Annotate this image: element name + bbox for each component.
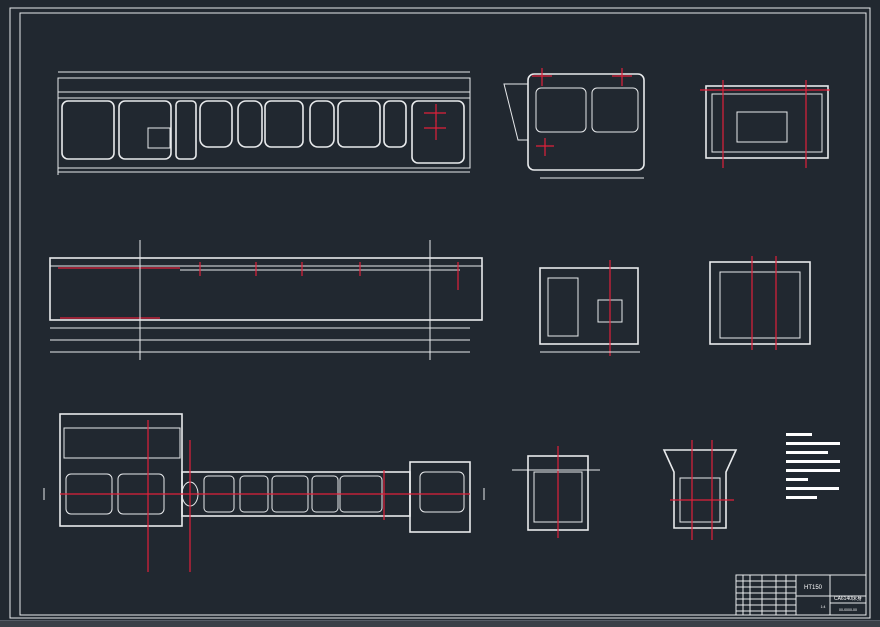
scale-label: 1:4 — [821, 605, 826, 609]
drawing-name: CA6140床身 — [834, 595, 862, 602]
title-block[interactable]: HT150 CA6140床身 00-0000-00 1:4 — [735, 574, 867, 616]
view-section-b[interactable] — [700, 80, 830, 168]
sheet-outer-border — [9, 7, 871, 619]
technical-notes — [786, 433, 840, 499]
view-section-d[interactable] — [709, 256, 811, 350]
drawing-number: 00-0000-00 — [839, 608, 857, 612]
sheet-inner-border — [19, 12, 867, 616]
view-longitudinal-section[interactable] — [57, 71, 471, 175]
view-section-c[interactable] — [539, 260, 640, 356]
view-plan[interactable] — [43, 413, 485, 572]
material-label: HT150 — [804, 585, 823, 591]
status-bar — [0, 620, 880, 627]
view-section-e[interactable] — [512, 446, 600, 538]
view-section-a[interactable] — [503, 68, 645, 179]
view-front-elevation[interactable] — [49, 240, 483, 360]
view-section-f[interactable] — [662, 440, 738, 540]
